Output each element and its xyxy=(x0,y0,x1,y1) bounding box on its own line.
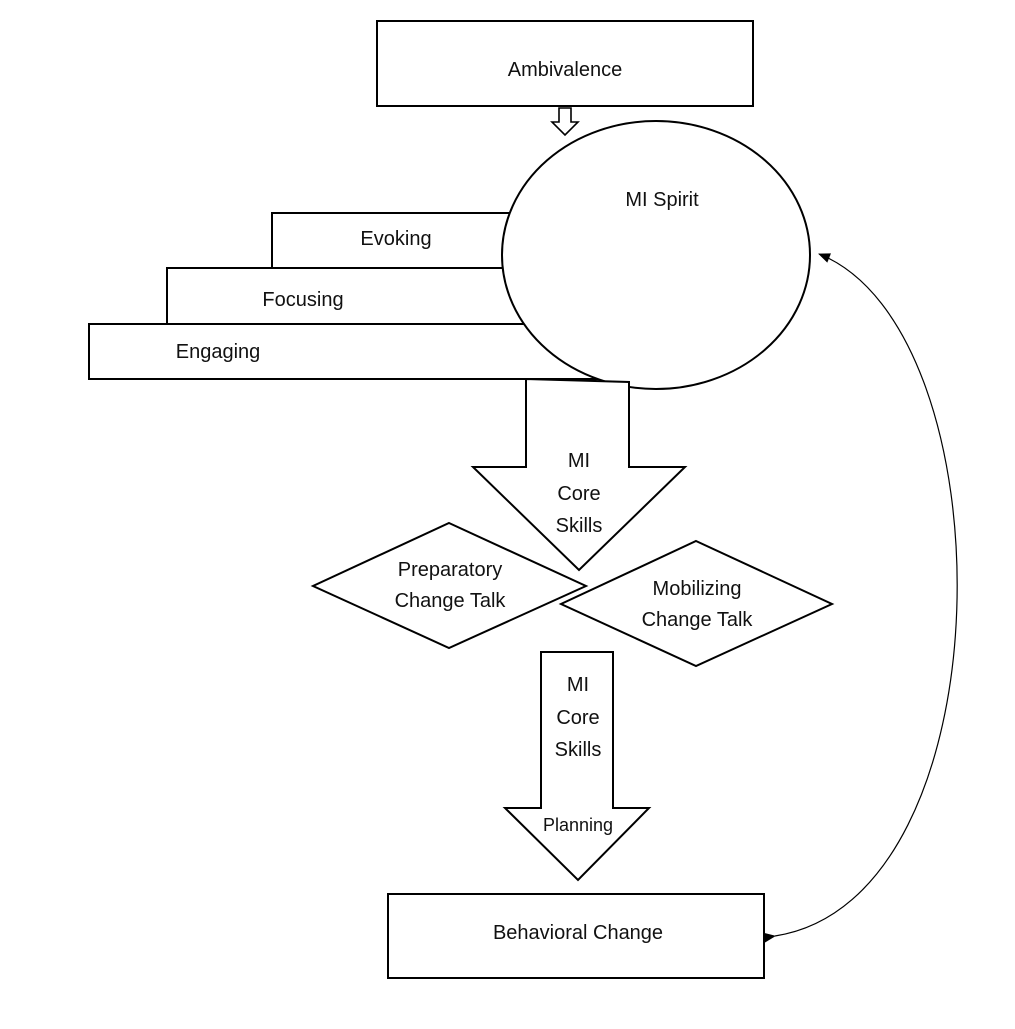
behavioral-change-box xyxy=(387,893,765,979)
core-skills-arrow-2 xyxy=(502,651,652,882)
evoking-label: Evoking xyxy=(360,228,431,250)
core-skills-2-line-2: Core xyxy=(556,707,599,729)
preparatory-diamond xyxy=(310,521,589,650)
core-skills-2-line-3: Skills xyxy=(555,739,602,761)
mi-spirit-label: MI Spirit xyxy=(625,189,699,211)
preparatory-line-1: Preparatory xyxy=(398,559,503,581)
engaging-label: Engaging xyxy=(176,341,261,363)
preparatory-line-2: Change Talk xyxy=(395,590,507,612)
mi-spirit-ellipse xyxy=(501,120,811,390)
mobilizing-line-1: Mobilizing xyxy=(653,578,742,600)
mobilizing-line-2: Change Talk xyxy=(642,609,754,631)
core-skills-1-line-1: MI xyxy=(568,450,590,472)
core-skills-1-line-2: Core xyxy=(557,483,600,505)
focusing-label: Focusing xyxy=(262,289,343,311)
core-skills-2-line-1: MI xyxy=(567,674,589,696)
core-skills-1-line-3: Skills xyxy=(556,515,603,537)
ambivalence-down-arrow xyxy=(550,107,580,137)
behavioral-change-label: Behavioral Change xyxy=(493,922,663,944)
core-skills-arrow-1 xyxy=(470,377,688,572)
feedback-curve-arrow xyxy=(763,253,958,943)
mobilizing-diamond xyxy=(558,539,835,668)
ambivalence-box xyxy=(376,20,754,107)
planning-label: Planning xyxy=(543,815,613,835)
ambivalence-label: Ambivalence xyxy=(508,59,623,81)
